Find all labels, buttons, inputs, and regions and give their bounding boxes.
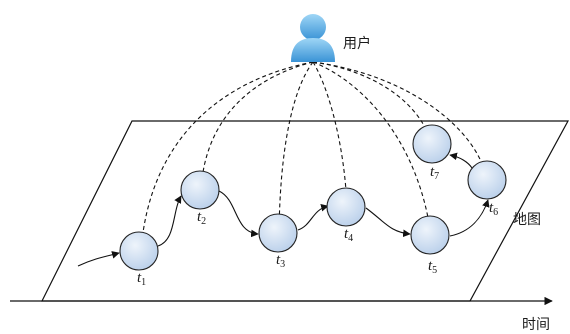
connection-t1 (140, 61, 314, 251)
node-t7 (412, 124, 452, 164)
connection-t2 (200, 61, 314, 191)
node-t3 (258, 213, 298, 253)
arrow-start-t1 (77, 251, 120, 267)
label-t6: t6 (489, 200, 498, 218)
nodes (119, 124, 507, 271)
label-t5: t5 (428, 258, 437, 276)
label-t4: t4 (344, 226, 353, 244)
time-label: 时间 (522, 317, 550, 333)
user-person-icon (291, 14, 335, 62)
node-t2 (180, 170, 220, 210)
label-t1: t1 (137, 270, 146, 288)
arrow-t1-t2 (157, 195, 182, 247)
label-t3: t3 (276, 252, 285, 270)
node-t6 (467, 160, 507, 200)
trajectory (77, 152, 490, 267)
connection-t5 (312, 61, 432, 237)
map-label: 地图 (513, 212, 541, 228)
arrow-t5-t6 (449, 199, 490, 237)
node-t4 (326, 187, 366, 227)
arrow-t2-t3 (218, 190, 259, 238)
connection-t3 (278, 61, 314, 234)
connection-t4 (312, 61, 348, 209)
user-label: 用户 (343, 35, 371, 52)
arrow-t6-t7 (449, 152, 473, 169)
connection-t7 (312, 61, 433, 146)
node-t5 (410, 215, 450, 255)
connection-t6 (312, 61, 488, 181)
label-t2: t2 (197, 209, 206, 227)
arrow-t4-t5 (365, 207, 411, 238)
arrow-t3-t4 (297, 203, 329, 231)
node-labels: t1 t2 t3 t4 t5 t6 t7 (137, 164, 498, 288)
node-t1 (119, 231, 159, 271)
user-connections (140, 61, 488, 251)
label-t7: t7 (430, 164, 439, 182)
